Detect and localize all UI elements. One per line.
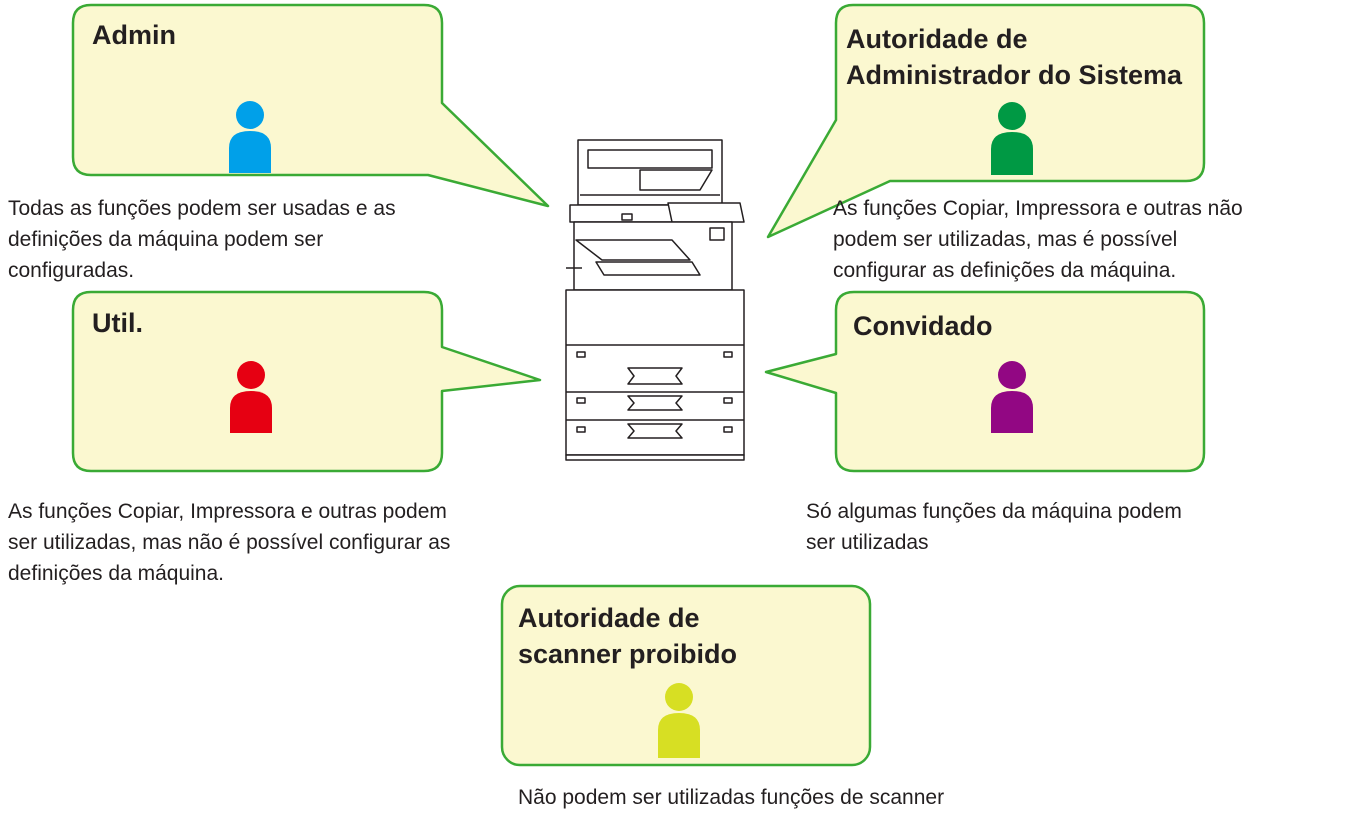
role-description-line: ser utilizadas [806, 531, 929, 554]
role-description-line: As funções Copiar, Impressora e outras n… [833, 197, 1243, 220]
role-title-line: Autoridade de [518, 603, 700, 633]
role-description-guest: Só algumas funções da máquina podem ser u… [806, 496, 1182, 558]
role-title-line: Convidado [853, 311, 993, 341]
role-title-system-admin: Autoridade de Administrador do Sistema [846, 21, 1182, 93]
role-title-line: scanner proibido [518, 639, 738, 669]
role-description-scanner-prohibited: Não podem ser utilizadas funções de scan… [518, 782, 944, 813]
role-description-admin: Todas as funções podem ser usadas e as de… [8, 193, 396, 286]
role-title-user: Util. [92, 305, 143, 341]
role-description-line: Só algumas funções da máquina podem [806, 500, 1182, 523]
person-icon [658, 683, 700, 758]
role-description-line: definições da máquina podem ser [8, 228, 324, 251]
role-description-system-admin: As funções Copiar, Impressora e outras n… [833, 193, 1243, 286]
role-description-line: configurar as definições da máquina. [833, 259, 1177, 282]
role-title-scanner-prohibited: Autoridade de scanner proibido [518, 600, 737, 672]
role-description-line: configuradas. [8, 259, 135, 282]
role-title-line: Administrador do Sistema [846, 60, 1183, 90]
bubble-guest [764, 290, 1206, 473]
role-title-line: Util. [92, 308, 143, 338]
role-title-line: Autoridade de [846, 24, 1028, 54]
person-icon [230, 361, 272, 433]
role-description-line: ser utilizadas, mas não é possível confi… [8, 531, 451, 554]
multifunction-printer-icon [565, 139, 745, 461]
role-description-line: Não podem ser utilizadas funções de scan… [518, 786, 945, 809]
person-icon [991, 361, 1033, 433]
bubble-system-admin [766, 3, 1206, 239]
bubble-user [71, 290, 542, 473]
role-description-line: As funções Copiar, Impressora e outras p… [8, 500, 447, 523]
role-description-line: podem ser utilizadas, mas é possível [833, 228, 1178, 251]
person-icon [229, 101, 271, 173]
bubble-admin [71, 3, 550, 208]
role-description-user: As funções Copiar, Impressora e outras p… [8, 496, 450, 589]
role-title-line: Admin [92, 20, 176, 50]
role-description-line: Todas as funções podem ser usadas e as [8, 197, 396, 220]
role-description-line: definições da máquina. [8, 562, 224, 585]
person-icon [991, 102, 1033, 175]
bubble-scanner-prohibited [500, 584, 872, 767]
role-title-admin: Admin [92, 17, 176, 53]
role-title-guest: Convidado [853, 308, 993, 344]
